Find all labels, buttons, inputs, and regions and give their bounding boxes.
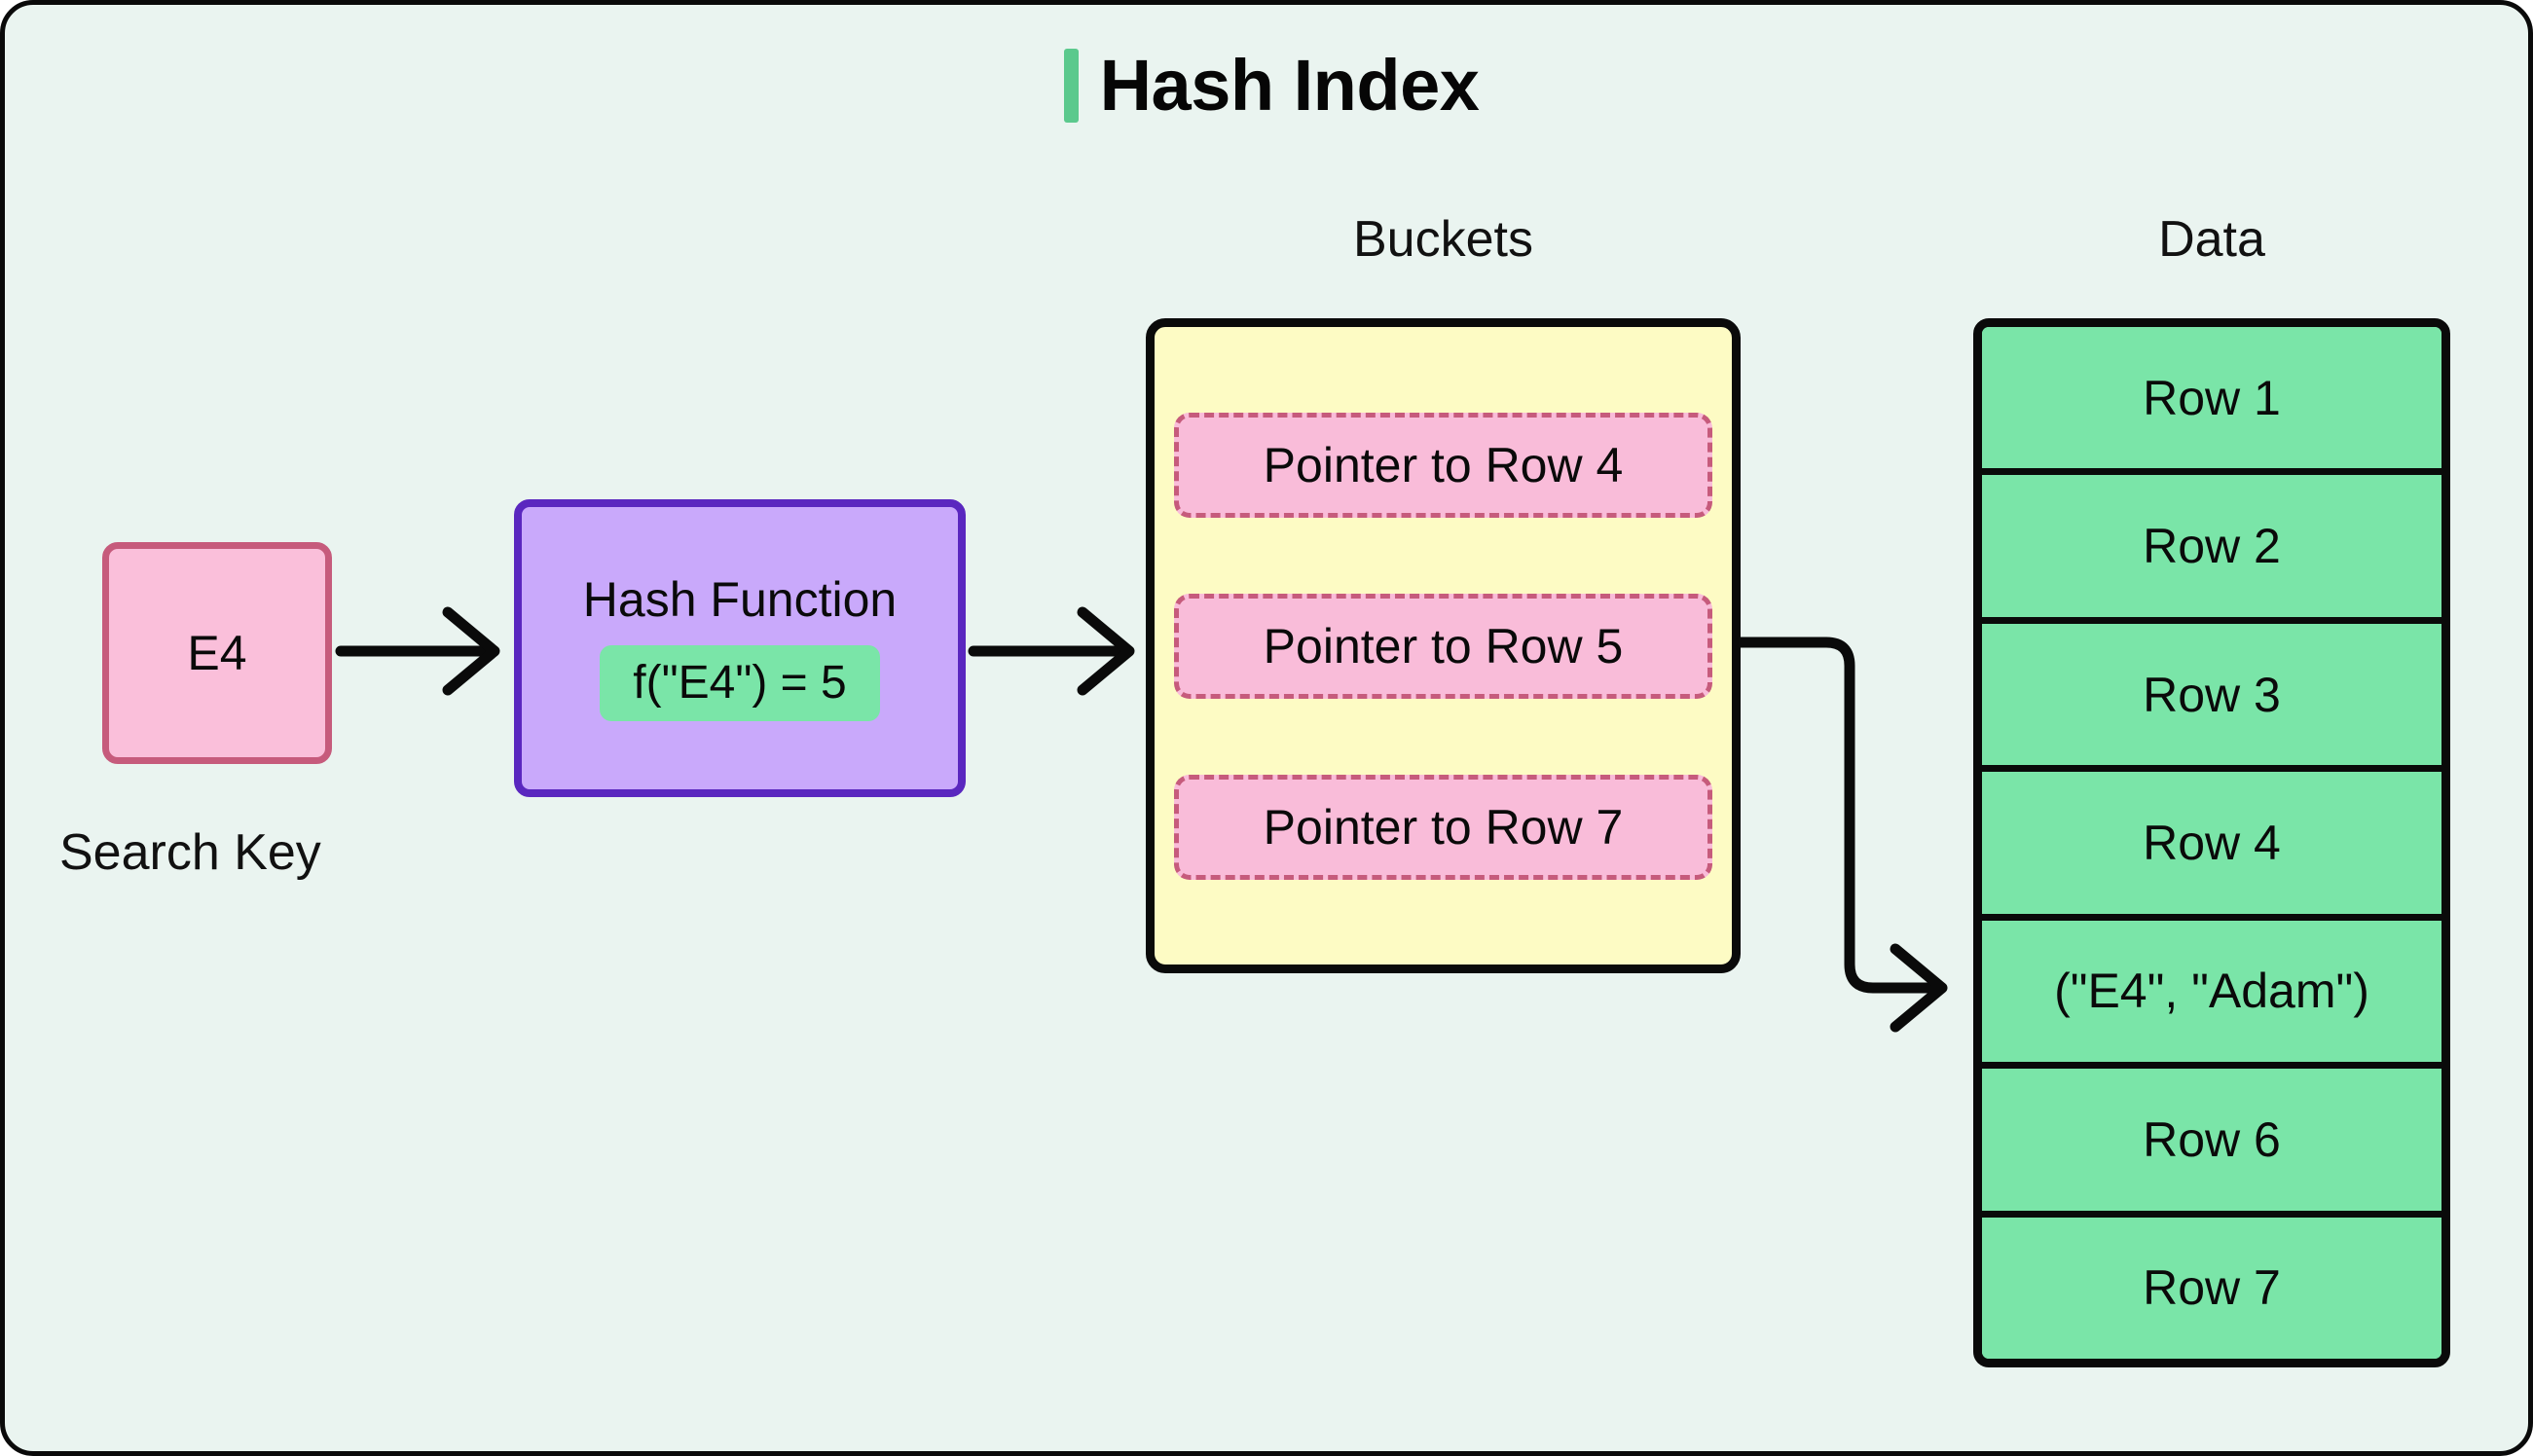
- data-row-label: Row 2: [2143, 519, 2281, 574]
- data-table-row: Row 4: [1982, 772, 2441, 921]
- bucket-pointer-item: Pointer to Row 4: [1174, 412, 1712, 518]
- arrow-hash-function-to-buckets: [968, 606, 1135, 696]
- data-table-row: Row 2: [1982, 475, 2441, 624]
- buckets-container: Pointer to Row 4 Pointer to Row 5 Pointe…: [1146, 318, 1741, 973]
- page-title: Hash Index: [5, 45, 2528, 126]
- data-column-header: Data: [2158, 211, 2265, 268]
- search-key-value: E4: [187, 626, 247, 680]
- data-table-row: Row 6: [1982, 1069, 2441, 1218]
- page-title-text: Hash Index: [1099, 45, 1480, 126]
- bucket-pointer-label: Pointer to Row 4: [1263, 437, 1624, 492]
- search-key-label: Search Key: [59, 824, 321, 881]
- data-table-row-match: ("E4", "Adam"): [1982, 920, 2441, 1070]
- data-row-label: Row 1: [2143, 370, 2281, 425]
- data-table-row: Row 3: [1982, 623, 2441, 773]
- data-row-label: Row 7: [2143, 1260, 2281, 1316]
- arrow-search-key-to-hash-function: [335, 606, 500, 696]
- buckets-column-header: Buckets: [1353, 211, 1533, 268]
- data-table: Row 1 Row 2 Row 3 Row 4 ("E4", "Adam") R…: [1973, 318, 2450, 1367]
- data-table-row: Row 1: [1982, 327, 2441, 476]
- data-row-label: Row 6: [2143, 1111, 2281, 1167]
- hash-function-title: Hash Function: [582, 571, 898, 627]
- data-row-label: ("E4", "Adam"): [2054, 964, 2369, 1019]
- hash-function-box: Hash Function f("E4") = 5: [514, 499, 966, 797]
- data-table-row: Row 7: [1982, 1217, 2441, 1359]
- hash-function-formula: f("E4") = 5: [600, 644, 880, 722]
- bucket-pointer-label: Pointer to Row 5: [1263, 618, 1624, 673]
- bucket-pointer-label: Pointer to Row 7: [1263, 799, 1624, 855]
- data-row-label: Row 3: [2143, 667, 2281, 722]
- bucket-pointer-item: Pointer to Row 5: [1174, 593, 1712, 699]
- search-key-box: E4: [102, 542, 332, 764]
- data-row-label: Row 4: [2143, 815, 2281, 870]
- title-accent-bar: [1063, 49, 1079, 123]
- bucket-pointer-item: Pointer to Row 7: [1174, 774, 1712, 880]
- arrow-buckets-to-data-row: [1735, 637, 1948, 1033]
